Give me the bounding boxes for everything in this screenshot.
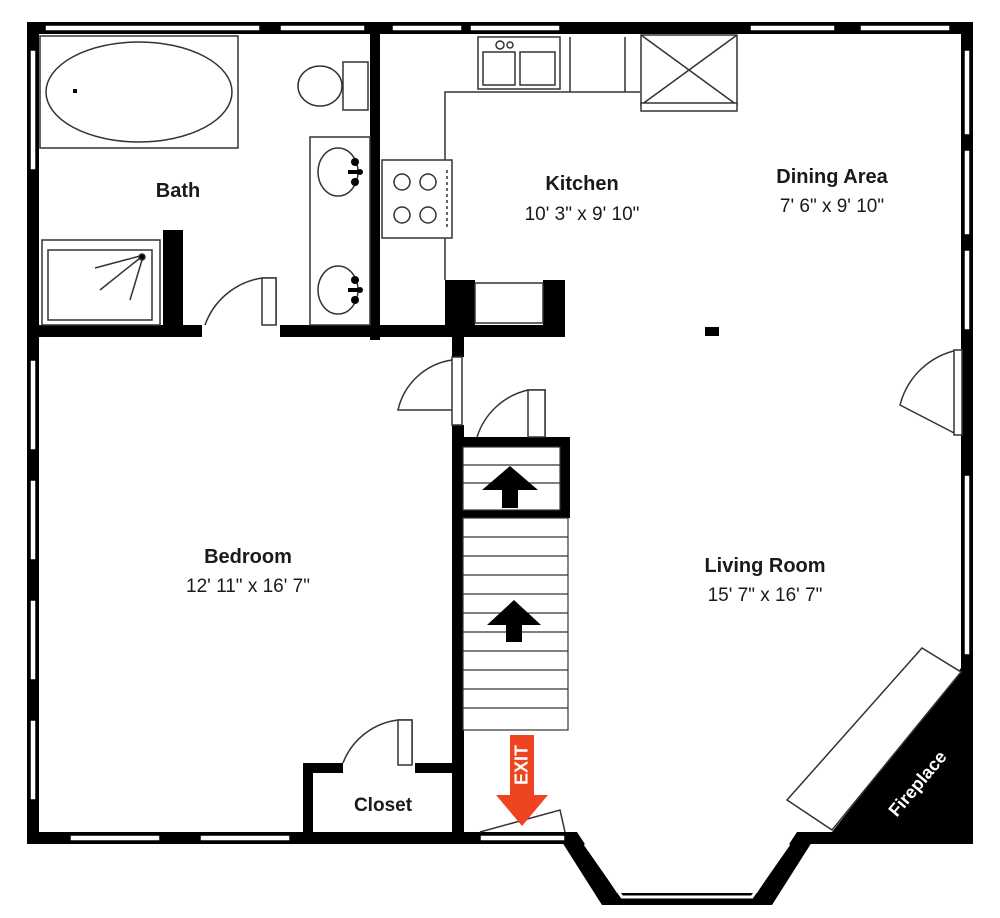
bedroom-label: Bedroom [204,546,292,568]
bath-label: Bath [155,180,201,202]
kitchen-label: Kitchen [545,173,619,195]
dining-dimensions: 7' 6" x 9' 10" [779,196,885,217]
windows [29,24,971,842]
living-room-label: Living Room [704,555,826,577]
stair-arrows [482,466,541,642]
exit-label: EXIT [511,744,532,786]
bathtub [39,35,239,149]
fireplace [785,647,963,832]
toilet [297,61,369,111]
exit-arrow [496,735,548,826]
living-room-dimensions: 15' 7" x 16' 7" [707,585,823,606]
bedroom-dimensions: 12' 11" x 16' 7" [186,576,310,597]
dining-label: Dining Area [776,166,888,188]
vanity [309,136,371,326]
bay-window [562,832,812,905]
shower [41,239,161,326]
refrigerator [640,34,738,112]
doors [204,277,963,833]
kitchen-counter [444,36,640,324]
interior-walls [27,22,719,838]
stove [381,159,453,239]
kitchen-dimensions: 10' 3" x 9' 10" [524,204,640,225]
closet-label: Closet [353,795,413,816]
